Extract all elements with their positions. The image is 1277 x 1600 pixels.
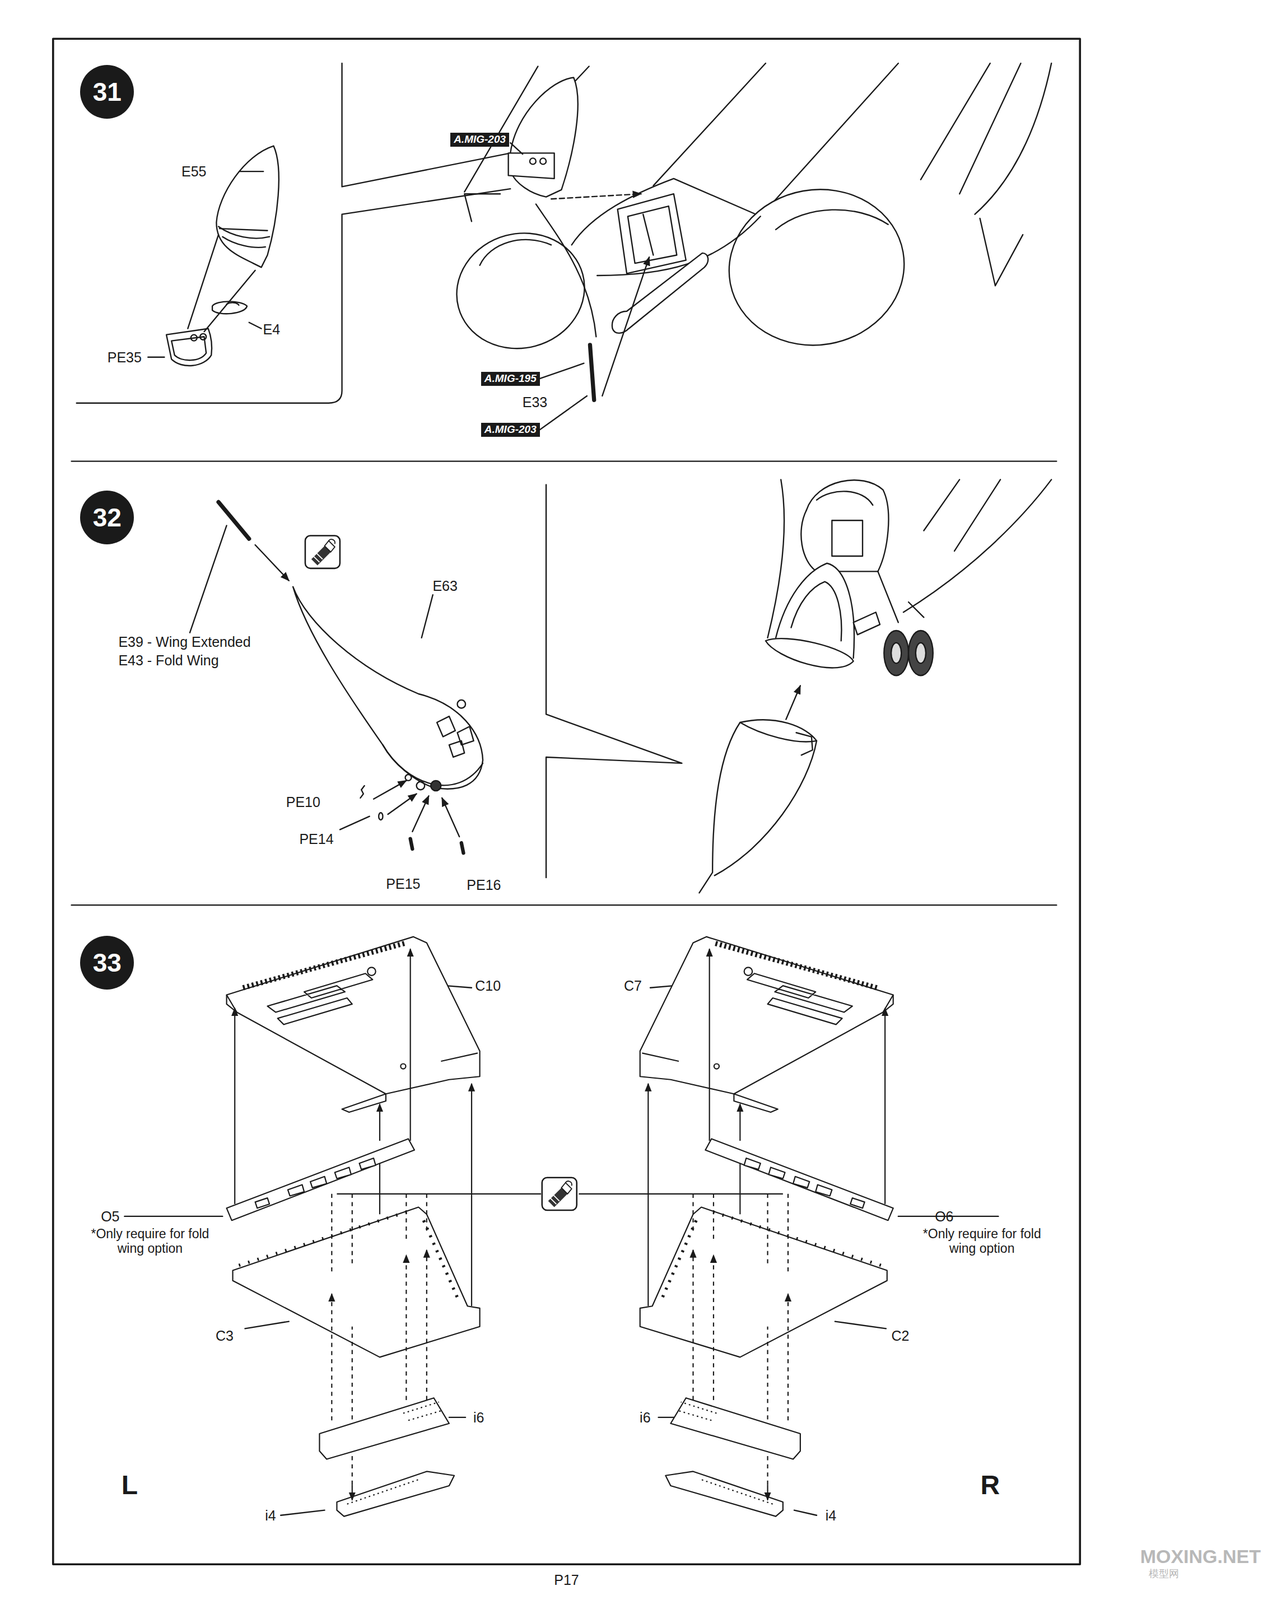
part-number: PE10 <box>286 794 321 811</box>
product-code: A.MIG-203 <box>484 423 537 436</box>
part-number: O5 <box>100 1208 120 1225</box>
step-number: 31 <box>80 64 134 119</box>
option-note: E43 - Fold Wing <box>118 652 219 669</box>
product-code-tag: A.MIG-203 <box>481 422 540 437</box>
product-code: A.MIG-203 <box>453 133 506 146</box>
watermark: MOXING.NET <box>1140 1545 1261 1568</box>
part-number: PE14 <box>299 831 334 848</box>
watermark: 模型网 <box>1148 1568 1179 1581</box>
page-number: P17 <box>553 1572 579 1589</box>
part-number: E63 <box>432 578 458 595</box>
part-number: i4 <box>825 1507 837 1524</box>
part-number: E33 <box>522 394 548 411</box>
product-code-tag: A.MIG-203 <box>450 132 510 147</box>
part-number: E4 <box>262 321 281 338</box>
part-number: O6 <box>934 1208 954 1225</box>
part-number: E55 <box>181 163 207 180</box>
product-code: A.MIG-195 <box>484 372 537 385</box>
step-number-text: 33 <box>92 949 122 976</box>
step-number: 32 <box>80 490 134 545</box>
option-note: E39 - Wing Extended <box>118 634 251 651</box>
part-number: C7 <box>623 977 642 995</box>
option-note: *Only require for fold wing option <box>86 1226 213 1257</box>
product-code-tag: A.MIG-195 <box>481 371 540 386</box>
part-number: C2 <box>891 1327 910 1345</box>
step-number-text: 32 <box>92 504 122 531</box>
part-number: PE35 <box>107 349 142 366</box>
option-note: *Only require for fold wing option <box>919 1226 1046 1257</box>
side-marker: L <box>121 1469 138 1501</box>
part-number: i6 <box>473 1409 484 1426</box>
part-number: C10 <box>474 977 501 995</box>
side-marker: R <box>980 1469 1001 1501</box>
part-number: i6 <box>639 1409 651 1426</box>
step-number: 33 <box>80 935 134 990</box>
part-number: C3 <box>215 1327 234 1345</box>
part-number: i4 <box>264 1507 276 1524</box>
step-number-text: 31 <box>92 78 122 105</box>
part-number: PE15 <box>385 875 421 893</box>
part-number: PE16 <box>466 877 501 894</box>
